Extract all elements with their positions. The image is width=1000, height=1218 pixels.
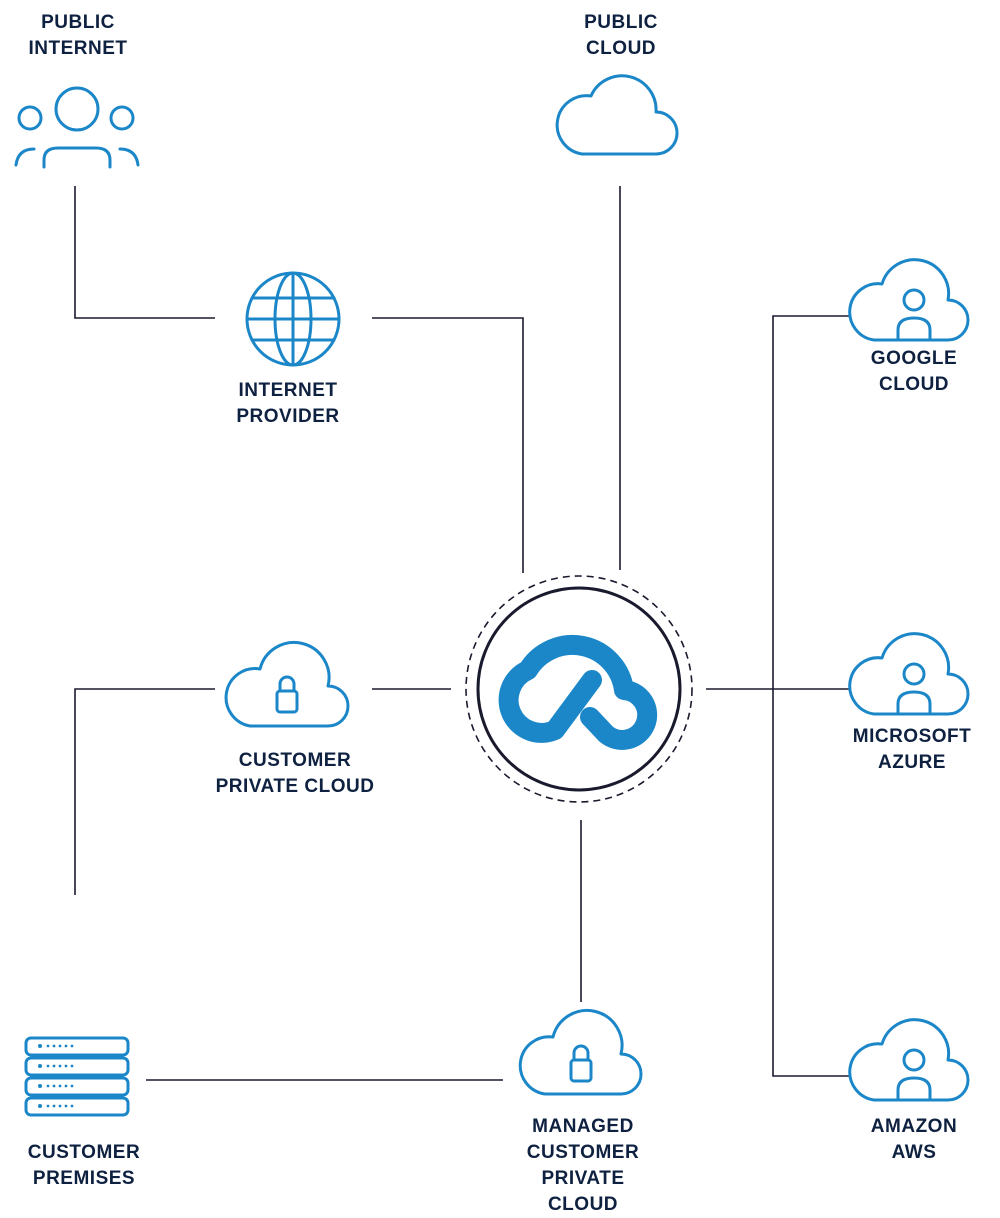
label-line: CUSTOMER (526, 1142, 640, 1163)
label-line: AZURE (878, 752, 946, 773)
users-icon (14, 86, 140, 169)
label-public-cloud: PUBLIC CLOUD (584, 10, 658, 62)
cloud-icon (555, 74, 679, 156)
label-line: CLOUD (547, 1194, 619, 1215)
hub-node (465, 575, 693, 803)
label-internet-provider: INTERNET PROVIDER (236, 378, 339, 430)
label-line: PREMISES (32, 1168, 136, 1189)
connector-private-cloud-to-premises (74, 688, 215, 895)
label-microsoft-azure: MICROSOFT AZURE (853, 724, 972, 776)
connector-providers-bus (772, 315, 850, 1077)
label-line: PROVIDER (236, 406, 340, 427)
infinity-cloud-logo (498, 634, 658, 750)
label-line: CLOUD (878, 374, 950, 395)
cloud-lock-icon (224, 640, 350, 728)
connectors (74, 186, 850, 1081)
label-amazon-aws: AMAZON AWS (871, 1114, 957, 1166)
label-line: GOOGLE (870, 348, 958, 369)
cloud-lock-icon (518, 1008, 643, 1096)
label-line: CLOUD (585, 38, 657, 59)
label-google-cloud: GOOGLE CLOUD (871, 346, 957, 398)
label-line: AWS (891, 1142, 937, 1163)
label-line: INTERNET (28, 38, 128, 59)
label-line: PRIVATE CLOUD (215, 776, 375, 797)
connector-internet-to-provider (74, 186, 215, 319)
cloud-user-icon (848, 1018, 970, 1102)
label-line: MICROSOFT (852, 726, 972, 747)
label-line: PUBLIC (584, 12, 658, 33)
globe-icon (245, 271, 341, 367)
label-public-internet: PUBLIC INTERNET (29, 10, 128, 62)
label-managed-customer-private-cloud: MANAGED CUSTOMER PRIVATE CLOUD (527, 1114, 639, 1218)
label-customer-private-cloud: CUSTOMER PRIVATE CLOUD (216, 748, 375, 800)
cloud-user-icon (848, 258, 970, 342)
label-line: CUSTOMER (27, 1142, 141, 1163)
connector-provider-to-hub (372, 317, 524, 573)
server-icon (24, 1036, 130, 1117)
cloud-user-icon (848, 632, 970, 716)
label-line: AMAZON (870, 1116, 958, 1137)
label-line: CUSTOMER (238, 750, 352, 771)
label-line: INTERNET (238, 380, 338, 401)
label-customer-premises: CUSTOMER PREMISES (28, 1140, 140, 1192)
label-line: PRIVATE (541, 1168, 625, 1189)
label-line: MANAGED (532, 1116, 634, 1137)
label-line: PUBLIC (41, 12, 115, 33)
